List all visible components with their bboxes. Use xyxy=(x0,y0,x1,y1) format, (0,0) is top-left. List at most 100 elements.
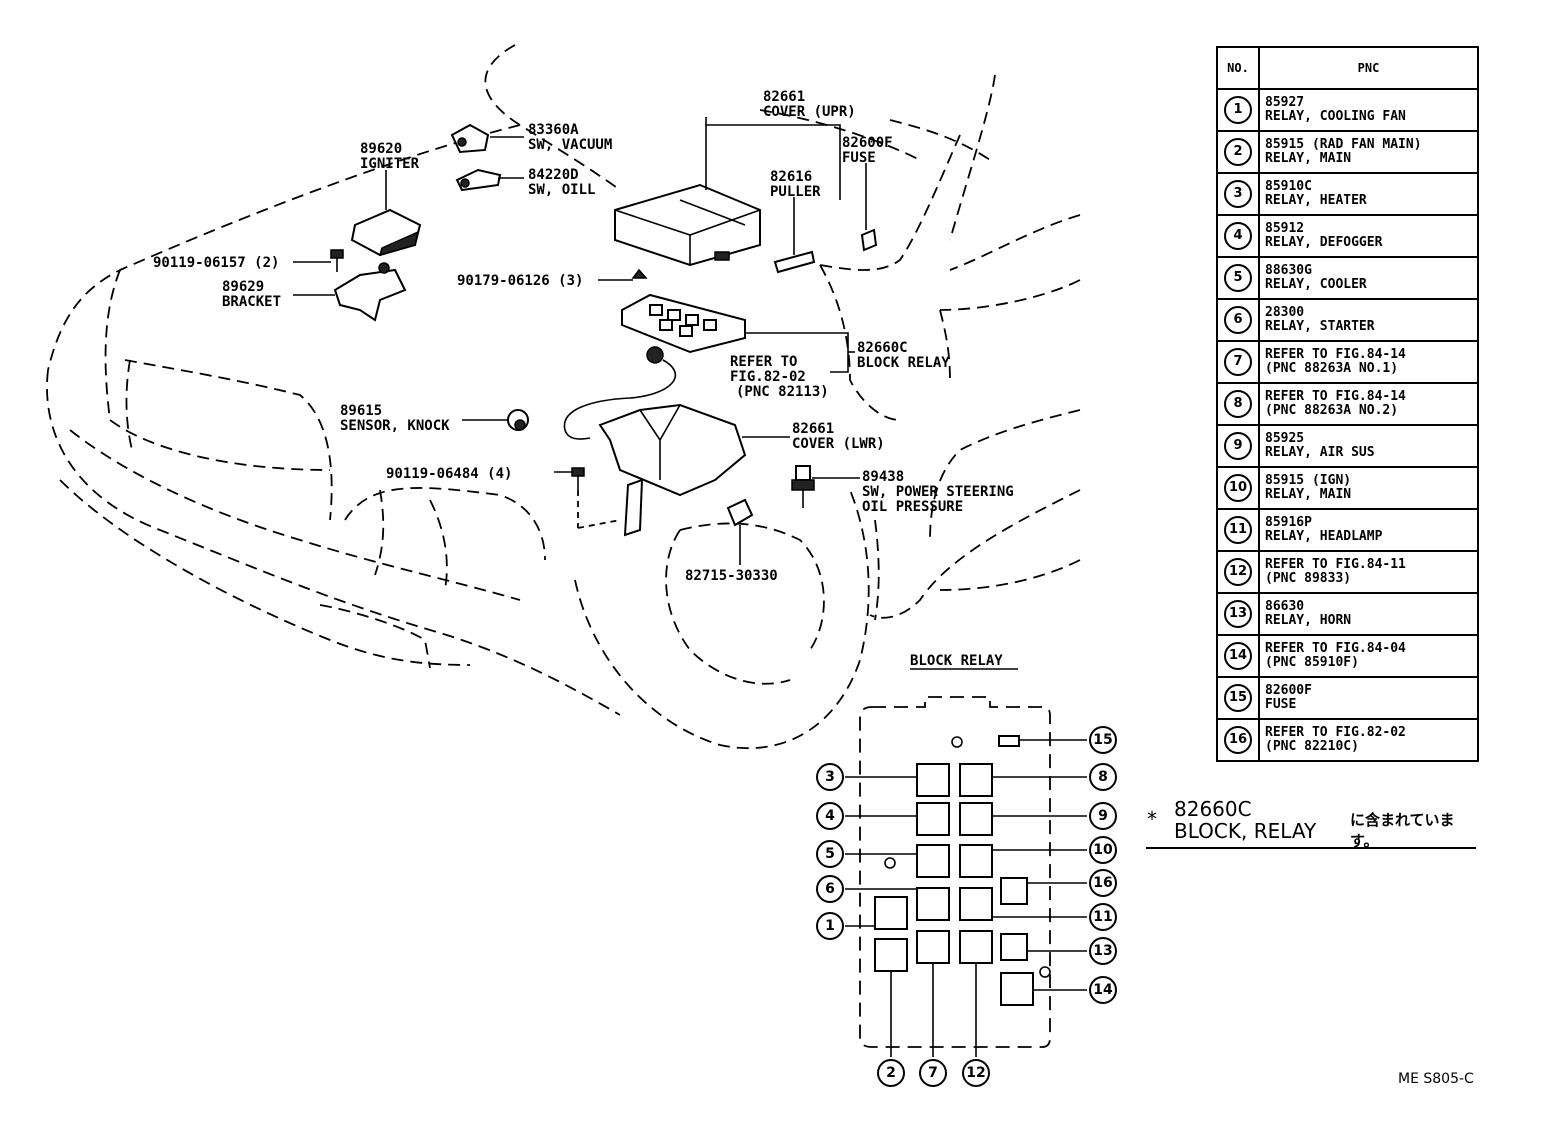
callout-knock-sensor: 89615 SENSOR, KNOCK xyxy=(340,403,450,434)
cover-upper-part xyxy=(614,183,761,267)
slot-13 xyxy=(1000,933,1028,961)
cover-upr-pnc: 82661 xyxy=(763,89,805,105)
row-number-cell: 11 xyxy=(1216,508,1260,552)
pnc-cell: 85915 (IGN)RELAY, MAIN xyxy=(1258,466,1479,510)
row-number: 3 xyxy=(1224,180,1252,208)
slot-7 xyxy=(916,930,950,964)
pnc-line2: RELAY, DEFOGGER xyxy=(1265,235,1383,250)
row-number-cell: 6 xyxy=(1216,298,1260,342)
svg-text:14: 14 xyxy=(1093,982,1113,998)
sw-vacuum-pnc: 83360A xyxy=(528,122,579,138)
block-relay-detail xyxy=(859,696,1051,1048)
pnc-line2: RELAY, COOLER xyxy=(1265,277,1367,292)
refer-line3: (PNC 82113) xyxy=(736,384,829,400)
svg-text:9: 9 xyxy=(1098,808,1108,824)
bubble-11: 11 xyxy=(1089,903,1117,931)
pnc-cell: REFER TO FIG.82-02(PNC 82210C) xyxy=(1258,718,1479,762)
block-relay-title: BLOCK RELAY xyxy=(910,653,1003,669)
mount-hole xyxy=(951,736,963,748)
block-relay-name: BLOCK RELAY xyxy=(857,355,950,371)
sw-oil-name: SW, OILL xyxy=(528,182,595,198)
table-header-row: NO. PNC xyxy=(1216,46,1479,90)
header-pnc: PNC xyxy=(1258,46,1479,90)
row-number: 2 xyxy=(1224,138,1252,166)
puller-part xyxy=(773,250,816,274)
bubble-12: 12 xyxy=(962,1059,990,1087)
pnc-line1: 85910C xyxy=(1265,179,1312,194)
pnc-line1: REFER TO FIG.84-14 xyxy=(1265,389,1406,404)
row-number-cell: 3 xyxy=(1216,172,1260,216)
callout-igniter: 89620 IGNITER xyxy=(360,141,420,172)
row-number: 13 xyxy=(1224,600,1252,628)
pnc-line1: 82600F xyxy=(1265,683,1312,698)
svg-text:15: 15 xyxy=(1093,732,1112,748)
bracket-part xyxy=(333,262,407,322)
pnc-line1: 88630G xyxy=(1265,263,1312,278)
note-asterisk: * xyxy=(1146,807,1159,831)
bubble-8: 8 xyxy=(1089,763,1117,791)
slot-14 xyxy=(1000,972,1034,1006)
pnc-cell: REFER TO FIG.84-14(PNC 88263A NO.1) xyxy=(1258,340,1479,384)
cover-upr-name: COVER (UPR) xyxy=(763,104,856,120)
row-number: 7 xyxy=(1224,348,1252,376)
fuse-pnc: 82600F xyxy=(842,135,893,151)
puller-pnc: 82616 xyxy=(770,169,812,185)
knock-sensor-pnc: 89615 xyxy=(340,403,382,419)
callout-puller: 82616 PULLER xyxy=(770,169,821,200)
refer-line2: FIG.82-02 xyxy=(730,369,806,385)
note-japanese-text: に含まれています。 xyxy=(1350,811,1455,850)
row-number-cell: 13 xyxy=(1216,592,1260,636)
row-number: 1 xyxy=(1224,96,1252,124)
pnc-line2: RELAY, MAIN xyxy=(1265,151,1352,166)
nut-label: 90179-06126 (3) xyxy=(457,273,583,289)
pnc-cell: REFER TO FIG.84-04(PNC 85910F) xyxy=(1258,634,1479,678)
svg-text:11: 11 xyxy=(1093,909,1112,925)
slot-9 xyxy=(959,802,993,836)
svg-text:13: 13 xyxy=(1093,943,1112,959)
slot-2 xyxy=(874,938,908,972)
row-number: 9 xyxy=(1224,432,1252,460)
pnc-line1: 86630 xyxy=(1265,599,1305,614)
bolt-b-part xyxy=(571,467,585,490)
row-number: 15 xyxy=(1224,684,1252,712)
pnc-line2: RELAY, STARTER xyxy=(1265,319,1375,334)
sw-oil-pnc: 84220D xyxy=(528,167,579,183)
refer-line1: REFER TO xyxy=(730,354,797,370)
pnc-line2: RELAY, HEATER xyxy=(1265,193,1367,208)
ps-switch-pnc: 89438 xyxy=(862,469,904,485)
bubble-14: 14 xyxy=(1089,976,1117,1004)
pnc-line2: RELAY, HORN xyxy=(1265,613,1352,628)
row-number-cell: 16 xyxy=(1216,718,1260,762)
svg-text:5: 5 xyxy=(825,846,835,862)
callout-bracket: 89629 BRACKET xyxy=(222,279,281,310)
fuse-part xyxy=(860,228,878,252)
row-number-cell: 8 xyxy=(1216,382,1260,426)
row-number: 8 xyxy=(1224,390,1252,418)
nut-part xyxy=(631,268,648,279)
row-number: 5 xyxy=(1224,264,1252,292)
note-underline xyxy=(1146,847,1476,849)
car-body-outline xyxy=(46,44,1081,750)
knock-sensor-name: SENSOR, KNOCK xyxy=(340,418,450,434)
row-number-cell: 10 xyxy=(1216,466,1260,510)
cover-lower-part xyxy=(598,403,747,537)
included-note: * 82660C BLOCK, RELAY に含まれています。 xyxy=(1146,797,1476,850)
pnc-line2: FUSE xyxy=(1265,697,1297,712)
bubble-5: 5 xyxy=(816,840,844,868)
bubble-1: 1 xyxy=(816,912,844,940)
pnc-line2: RELAY, MAIN xyxy=(1265,487,1352,502)
bubble-13: 13 xyxy=(1089,937,1117,965)
svg-text:3: 3 xyxy=(825,769,835,785)
figure-id: ME S805-C xyxy=(1398,1071,1474,1087)
